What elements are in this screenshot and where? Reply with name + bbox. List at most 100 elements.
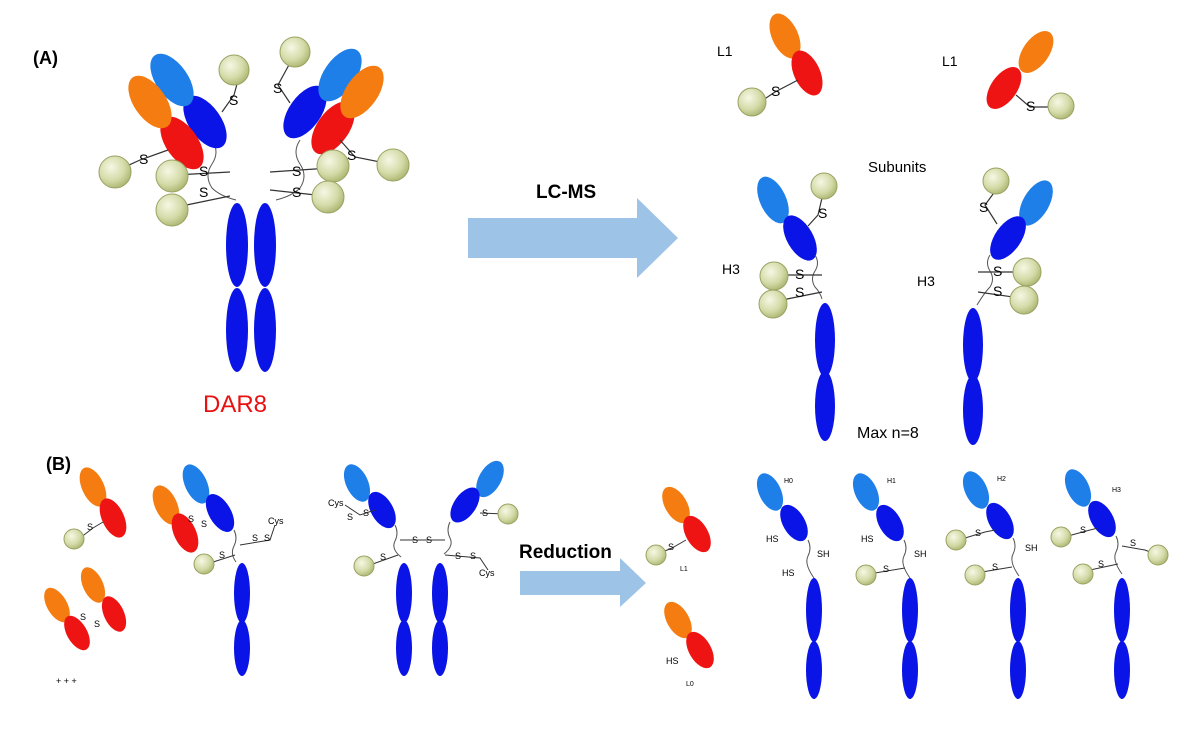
light-variable-domain	[1018, 30, 1054, 74]
heavy-constant-domain	[815, 371, 835, 441]
heavy-variable-domain	[318, 48, 362, 102]
lcms-arrow: LC-MS	[468, 182, 678, 278]
light-variable-domain	[128, 75, 172, 129]
heavy-variable-domain	[150, 53, 194, 107]
free-light-chain-drug: S	[63, 467, 127, 550]
sh-label: SH	[1025, 543, 1038, 553]
sulfur-label: S	[199, 184, 208, 200]
reduction-arrow: Reduction	[519, 542, 646, 607]
heavy-chain-dimer: Cys S S S S S S S S Cys	[328, 460, 519, 676]
sulfur-label: S	[818, 205, 827, 221]
hs-label: HS	[861, 534, 874, 544]
sulfur-label: S	[1130, 538, 1136, 548]
sulfur-label: S	[252, 533, 258, 543]
sulfur-label: S	[87, 522, 93, 532]
heavy-chain-label: H0	[784, 478, 793, 485]
heavy-constant-domain	[963, 375, 983, 445]
sulfur-label: S	[1080, 525, 1086, 535]
sulfur-label: S	[264, 533, 270, 543]
panel-a-label: (A)	[33, 48, 58, 68]
hs-label: HS	[766, 534, 779, 544]
drug-payload	[1012, 257, 1042, 287]
heavy-constant-domain	[226, 288, 248, 372]
drug-payload	[311, 180, 345, 214]
heavy-variable-domain	[1019, 180, 1053, 226]
heavy-chain-label: H1	[887, 478, 896, 485]
drug-payload	[279, 36, 311, 68]
light-constant-domain	[791, 50, 823, 96]
light-chain-label: L1	[942, 53, 958, 69]
heavy-variable-domain	[757, 176, 789, 224]
light-chain-label: L1	[680, 566, 688, 573]
drug-payload	[376, 148, 410, 182]
sulfur-label: S	[993, 263, 1002, 279]
sulfur-label: S	[426, 535, 432, 545]
sulfur-label: S	[412, 535, 418, 545]
light-chain-label: L1	[717, 43, 733, 59]
drug-payload	[758, 289, 788, 319]
heavy-constant-domain	[963, 308, 983, 382]
sulfur-label: S	[273, 80, 282, 96]
sulfur-label: S	[455, 551, 461, 561]
light-variable-domain	[769, 13, 801, 59]
light-constant-domain	[160, 116, 204, 170]
sulfur-label: S	[94, 619, 100, 629]
cys-label: Cys	[328, 498, 344, 508]
heavy-constant-domain	[990, 216, 1026, 260]
sulfur-label: S	[380, 552, 386, 562]
sulfur-label: S	[363, 508, 369, 518]
sulfur-label: S	[992, 562, 998, 572]
heavy-constant-domain	[226, 203, 248, 287]
lcms-label: LC-MS	[536, 182, 596, 203]
light-constant-domain	[986, 66, 1022, 110]
sulfur-label: S	[80, 612, 86, 622]
sulfur-label: S	[482, 508, 488, 518]
light-chain-label: L0	[686, 681, 694, 688]
drug-payload	[218, 54, 250, 86]
heavy-chain-h2: H2 S SH S	[945, 471, 1038, 699]
reduced-light-chains: S L1 HS L0	[645, 486, 714, 688]
drug-payload	[982, 167, 1010, 195]
drug-payload	[155, 193, 189, 227]
cys-label: Cys	[268, 516, 284, 526]
heavy-constant-domain	[254, 288, 276, 372]
drug-payload	[1009, 285, 1039, 315]
drug-payload	[759, 261, 789, 291]
sulfur-label: S	[771, 83, 780, 99]
panel-b-label: (B)	[46, 454, 71, 474]
sulfur-label: S	[1026, 98, 1035, 114]
sulfur-label: S	[668, 542, 674, 552]
sulfur-label: S	[979, 199, 988, 215]
heavy-chain-label: H3	[722, 261, 740, 277]
drug-payload	[737, 87, 767, 117]
intact-adc-dar8: S S S S S S S S DAR8	[98, 36, 410, 418]
subunits-label: Subunits	[868, 159, 926, 176]
heavy-constant-domain	[815, 303, 835, 377]
ellipsis-dots: + + +	[56, 676, 77, 686]
dar-label: DAR8	[203, 391, 267, 418]
light-chain-dimer: S S + + +	[44, 567, 127, 686]
drug-payload	[1047, 92, 1075, 120]
cys-label: Cys	[479, 568, 495, 578]
sulfur-label: S	[795, 284, 804, 300]
hinge-line-left	[207, 139, 237, 201]
sulfur-label: S	[229, 92, 238, 108]
sulfur-label: S	[883, 564, 889, 574]
hs-label: HS	[782, 568, 795, 578]
heavy-constant-domain	[254, 203, 276, 287]
drug-payload	[316, 149, 350, 183]
sulfur-label: S	[347, 512, 353, 522]
heavy-chain-label: H3	[917, 273, 935, 289]
heavy-chain-h3: H3 S S S	[1050, 469, 1169, 699]
heavy-chain-label: H2	[997, 476, 1006, 483]
sulfur-label: S	[199, 163, 208, 179]
heavy-chain-label: H3	[1112, 487, 1121, 494]
hs-label: HS	[666, 656, 679, 666]
max-n-label: Max n=8	[857, 425, 919, 442]
light-variable-domain	[340, 65, 384, 119]
sulfur-label: S	[795, 266, 804, 282]
drug-payload	[155, 159, 189, 193]
drug-payload	[98, 155, 132, 189]
sh-label: SH	[914, 549, 927, 559]
